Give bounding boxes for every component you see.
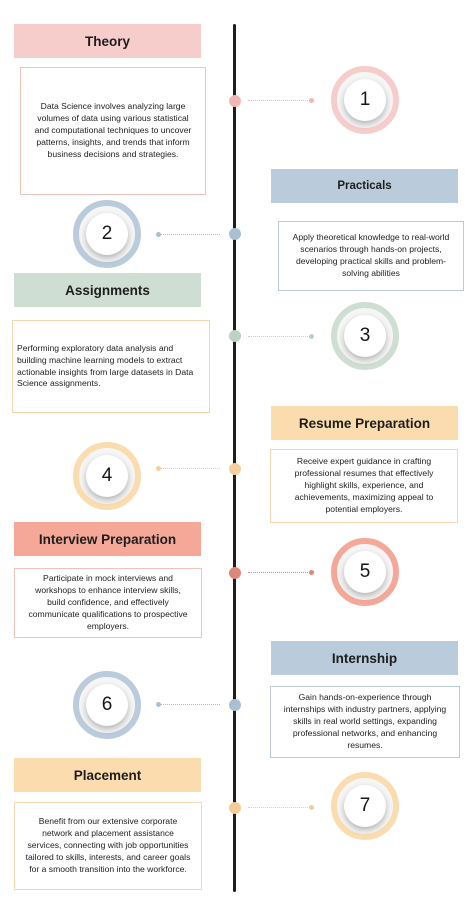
step-description-box: Receive expert guidance in crafting prof… xyxy=(270,449,458,523)
step-number-badge: 2 xyxy=(73,200,141,268)
connector-end-dot xyxy=(156,466,161,471)
step-description-box: Apply theoretical knowledge to real-worl… xyxy=(278,221,464,291)
connector-end-dot xyxy=(309,570,314,575)
step-number: 1 xyxy=(344,79,386,121)
step-description-box: Benefit from our extensive corporate net… xyxy=(14,802,202,890)
step-title-banner: Practicals xyxy=(271,169,458,203)
step-number-badge: 4 xyxy=(73,442,141,510)
step-title-banner: Assignments xyxy=(14,273,201,307)
step-number-badge: 7 xyxy=(331,772,399,840)
step-description-box: Participate in mock interviews and works… xyxy=(14,568,202,638)
timeline-node-dot xyxy=(229,567,241,579)
connector-line xyxy=(248,572,310,573)
step-number: 4 xyxy=(86,455,128,497)
step-number: 7 xyxy=(344,785,386,827)
timeline-node-dot xyxy=(229,95,241,107)
step-number: 2 xyxy=(86,213,128,255)
timeline-node-dot xyxy=(229,699,241,711)
connector-end-dot xyxy=(309,805,314,810)
step-number-badge: 1 xyxy=(331,66,399,134)
timeline-axis xyxy=(233,24,236,892)
connector-line xyxy=(248,336,310,337)
connector-line xyxy=(248,100,310,101)
step-description-box: Gain hands-on-experience through interns… xyxy=(270,686,460,758)
step-number-badge: 6 xyxy=(73,671,141,739)
step-title-banner: Interview Preparation xyxy=(14,522,201,556)
step-number-badge: 5 xyxy=(331,538,399,606)
connector-line xyxy=(158,234,220,235)
step-number: 3 xyxy=(344,315,386,357)
step-title-banner: Placement xyxy=(14,758,201,792)
step-description-box: Data Science involves analyzing large vo… xyxy=(20,67,206,195)
connector-end-dot xyxy=(309,98,314,103)
connector-line xyxy=(158,704,220,705)
step-title-banner: Theory xyxy=(14,24,201,58)
connector-end-dot xyxy=(309,334,314,339)
timeline-node-dot xyxy=(229,802,241,814)
connector-line xyxy=(248,807,310,808)
step-number-badge: 3 xyxy=(331,302,399,370)
step-number: 5 xyxy=(344,551,386,593)
connector-line xyxy=(158,468,220,469)
connector-end-dot xyxy=(156,232,161,237)
timeline-node-dot xyxy=(229,463,241,475)
timeline-node-dot xyxy=(229,228,241,240)
timeline-node-dot xyxy=(229,330,241,342)
step-description-box: Performing exploratory data analysis and… xyxy=(12,320,210,413)
connector-end-dot xyxy=(156,702,161,707)
step-number: 6 xyxy=(86,684,128,726)
step-title-banner: Resume Preparation xyxy=(271,406,458,440)
step-title-banner: Internship xyxy=(271,641,458,675)
